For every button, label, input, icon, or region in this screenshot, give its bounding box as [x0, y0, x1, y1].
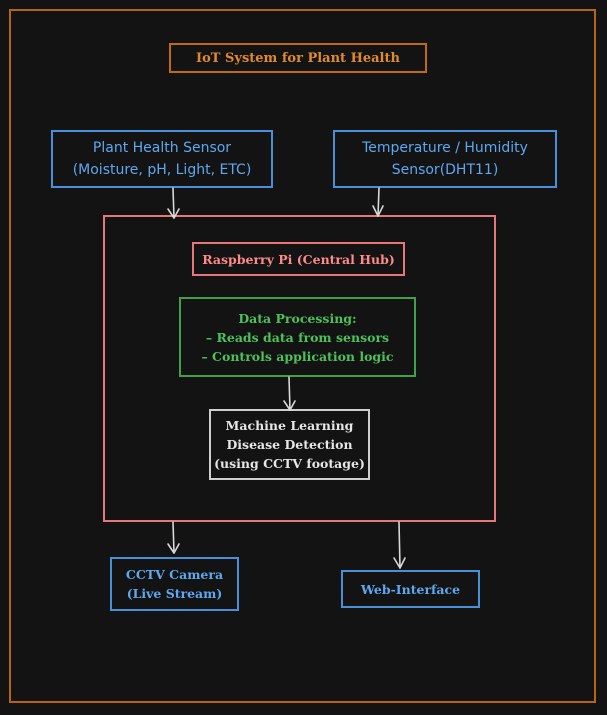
arrow-dht-to-hub: [372, 187, 384, 217]
central-hub-container: [103, 215, 496, 522]
diagram-title: IoT System for Plant Health: [169, 43, 427, 73]
temperature-humidity-sensor-node: Temperature / Humidity Sensor(DHT11): [333, 130, 557, 188]
arrow-hub-to-web: [393, 521, 406, 569]
ml-disease-detection-node: Machine Learning Disease Detection (usin…: [209, 409, 370, 480]
cctv-camera-node: CCTV Camera (Live Stream): [110, 557, 239, 611]
data-processing-node: Data Processing: – Reads data from senso…: [179, 297, 416, 377]
arrow-processing-to-ml: [283, 376, 296, 411]
arrow-plant-to-hub: [167, 187, 180, 219]
raspberry-pi-node: Raspberry Pi (Central Hub): [192, 242, 405, 276]
arrow-hub-to-cctv: [167, 521, 180, 554]
web-interface-node: Web-Interface: [341, 570, 480, 608]
outer-frame: [9, 9, 596, 703]
plant-health-sensor-node: Plant Health Sensor (Moisture, pH, Light…: [51, 130, 273, 188]
